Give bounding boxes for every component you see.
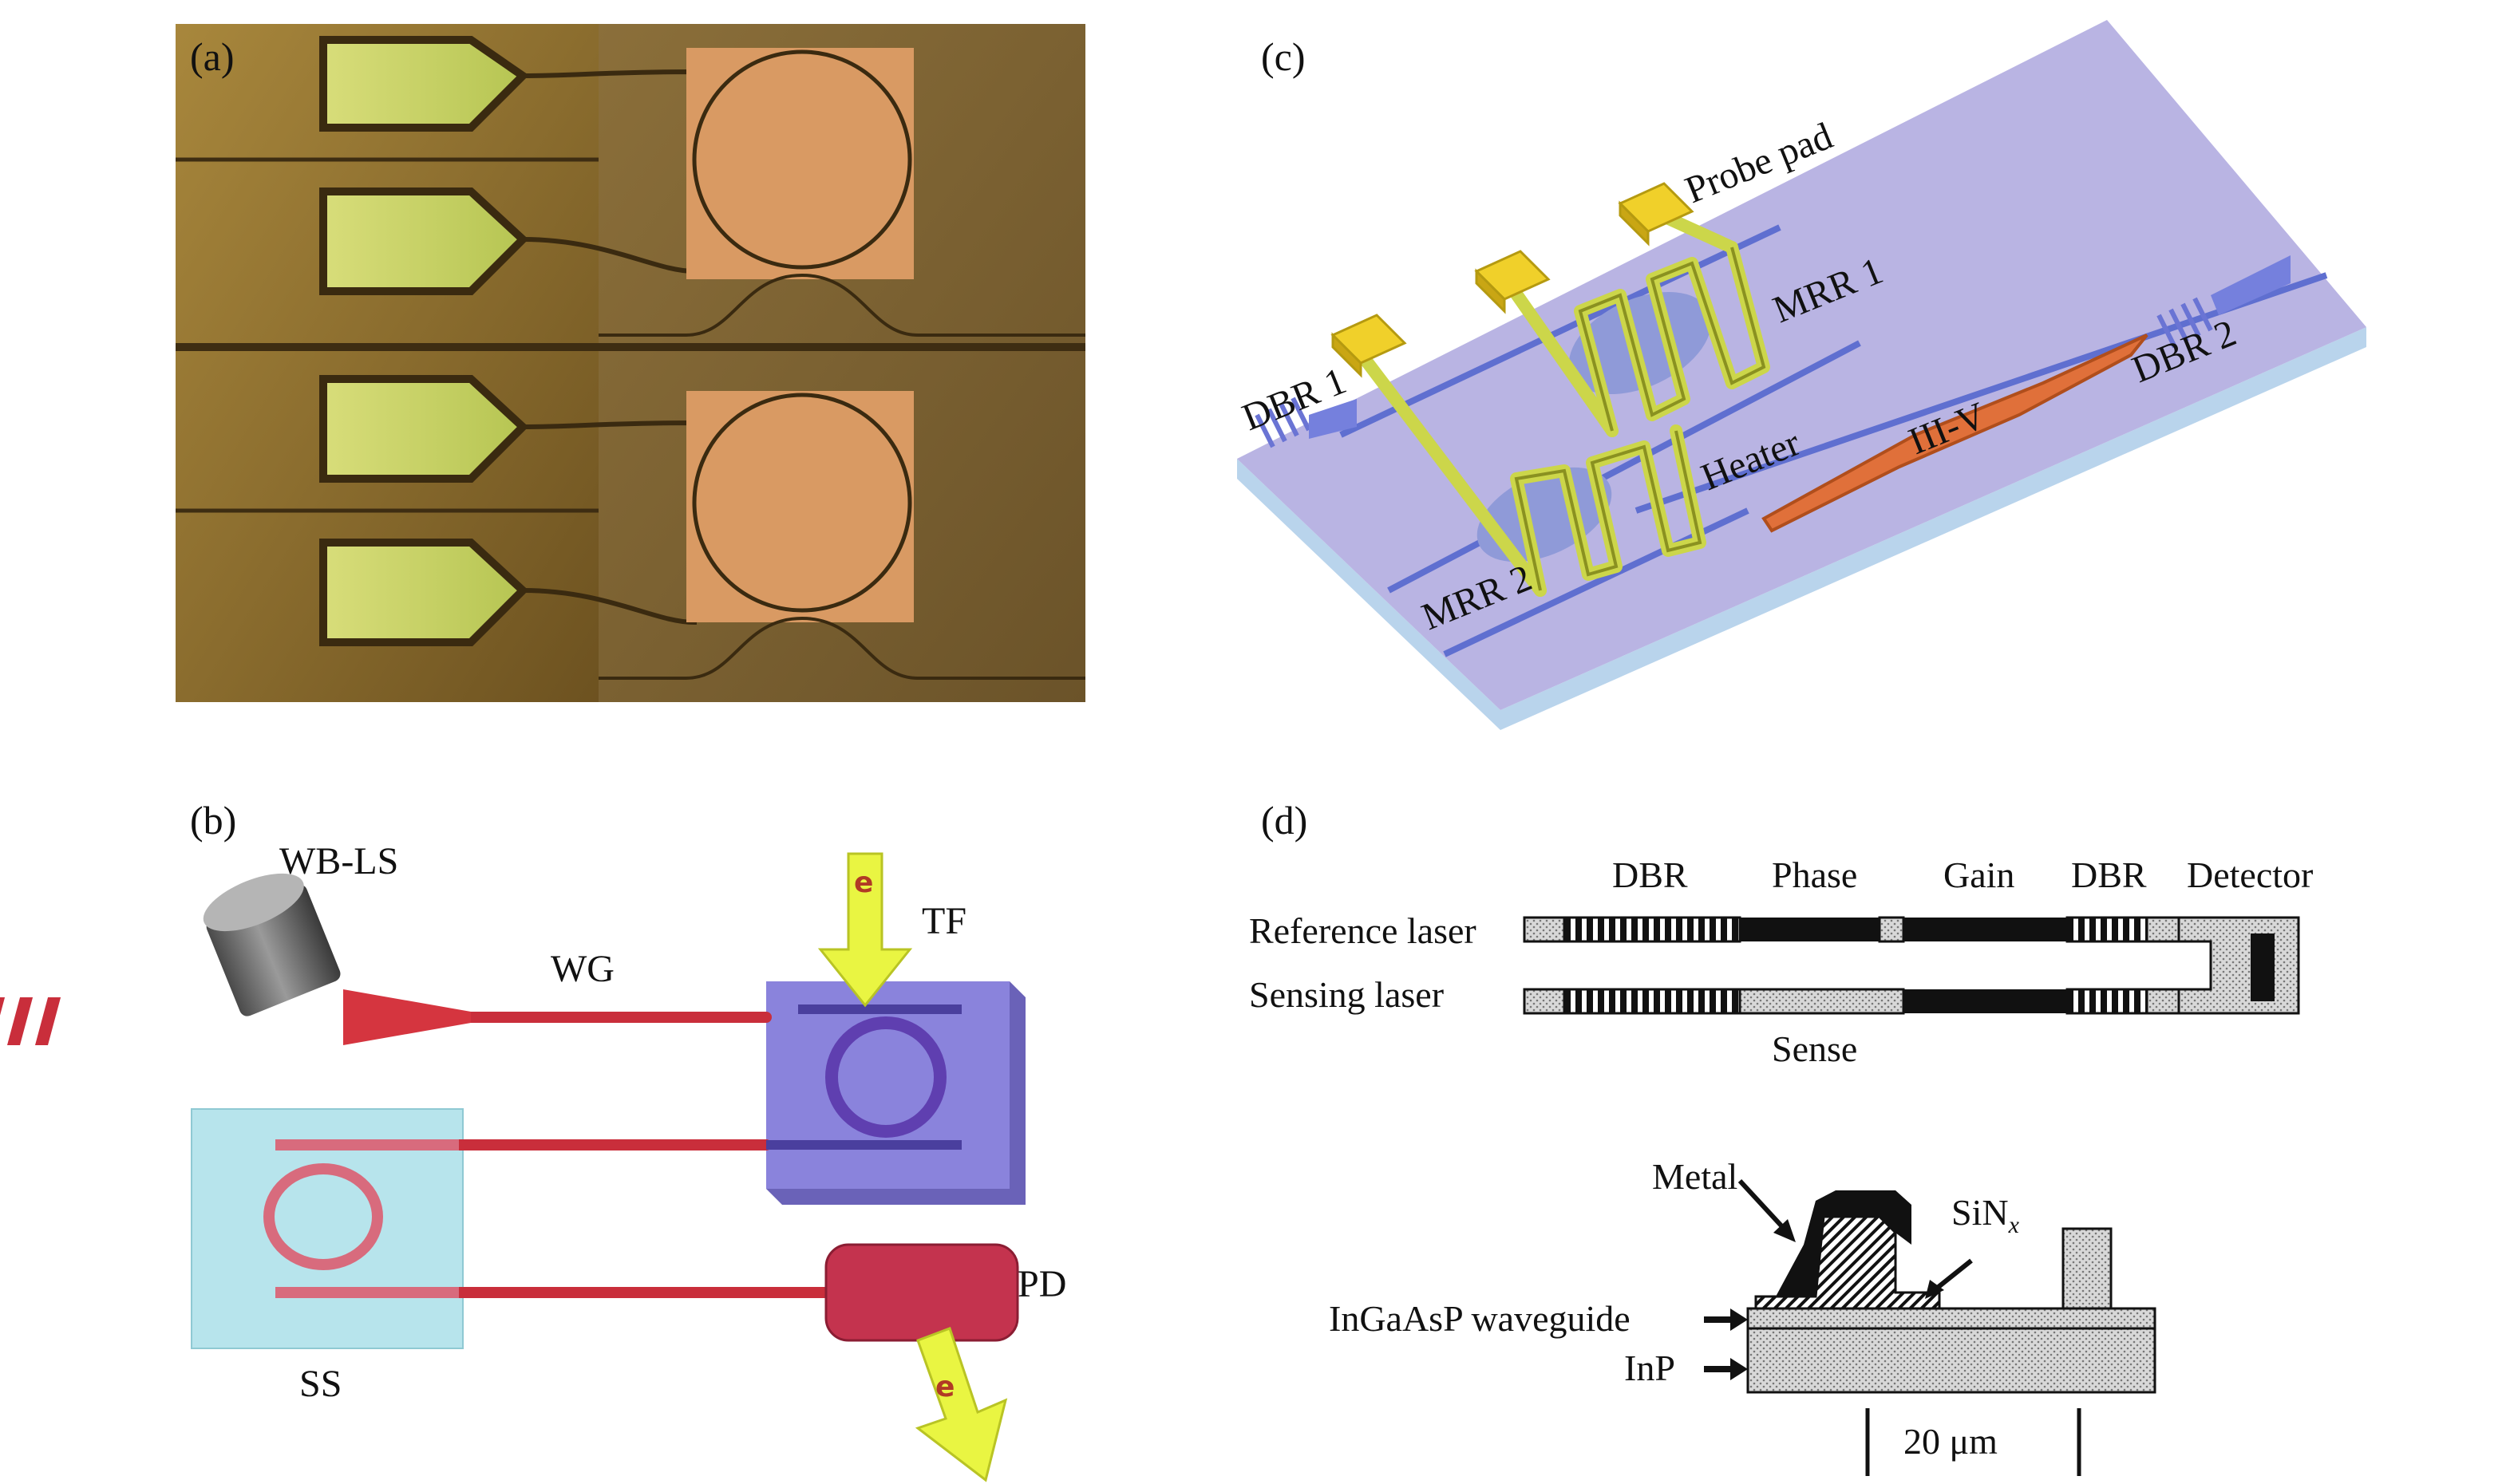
probe-pads bbox=[319, 36, 529, 646]
gain-section bbox=[1761, 334, 2148, 533]
metal-contact bbox=[1776, 1190, 1911, 1297]
label-sensing-laser: Sensing laser bbox=[1249, 974, 1444, 1015]
taper-right bbox=[2211, 255, 2291, 315]
light-source-cylinder bbox=[203, 873, 341, 1016]
header-dbr-right: DBR bbox=[2071, 854, 2147, 895]
detector-block bbox=[2177, 916, 2300, 1015]
label-ss: SS bbox=[299, 1363, 342, 1405]
header-detector: Detector bbox=[2187, 854, 2313, 895]
inp-substrate bbox=[1746, 1327, 2156, 1394]
dbr1-grating bbox=[1255, 397, 1311, 448]
electron-out-label: e bbox=[935, 1371, 955, 1403]
panel-c: (c) Probe pad MRR 1 DBR 1 Heater III-V D… bbox=[1236, 20, 2366, 730]
grating-coupler bbox=[0, 997, 61, 1045]
panel-a-label: (a) bbox=[190, 34, 235, 79]
ring-resonator bbox=[692, 393, 912, 613]
panel-b: e e (b) WB-LS WG TF SS PD bbox=[0, 798, 1066, 1482]
panel-a: (a) bbox=[176, 24, 1085, 702]
probe-pads-3d bbox=[1330, 182, 1694, 378]
label-ingaasp: InGaAsP waveguide bbox=[1329, 1298, 1631, 1339]
sensor-ring bbox=[263, 1163, 383, 1270]
filter-ring bbox=[825, 1016, 947, 1138]
header-phase: Phase bbox=[1772, 854, 1857, 895]
label-metal: Metal bbox=[1652, 1156, 1737, 1197]
filter-slab bbox=[766, 981, 1010, 1189]
label-wb-ls: WB-LS bbox=[279, 840, 398, 882]
panel-d: (d) DBR Phase Gain DBR Detector Referenc… bbox=[1249, 798, 2313, 1476]
taper-left bbox=[1309, 399, 1357, 439]
label-inp: InP bbox=[1624, 1348, 1675, 1388]
header-dbr-left: DBR bbox=[1612, 854, 1688, 895]
dbr2-grating bbox=[2156, 297, 2213, 349]
ingaasp-layer bbox=[1746, 1307, 2156, 1330]
photodetector bbox=[824, 1243, 1019, 1342]
sensing-laser-strip bbox=[1523, 988, 2180, 1015]
cross-section bbox=[1746, 1190, 2156, 1394]
label-tf: TF bbox=[922, 900, 966, 942]
ring-resonator bbox=[692, 49, 912, 270]
detector-contact bbox=[2251, 933, 2275, 1001]
panel-c-label: (c) bbox=[1261, 34, 1306, 79]
waveguide-taper bbox=[343, 989, 471, 1045]
label-pd: PD bbox=[1018, 1263, 1066, 1305]
label-sinx: SiNx bbox=[1951, 1192, 2020, 1238]
label-reference-laser: Reference laser bbox=[1249, 910, 1476, 951]
panel-d-label: (d) bbox=[1261, 798, 1307, 843]
panel-b-label: (b) bbox=[190, 798, 236, 843]
header-gain: Gain bbox=[1943, 854, 2014, 895]
electron-in-label: e bbox=[854, 866, 873, 899]
scale-label: 20 μm bbox=[1903, 1421, 1998, 1462]
label-wg: WG bbox=[551, 948, 615, 990]
reference-laser-strip bbox=[1523, 916, 2180, 943]
label-sense: Sense bbox=[1772, 1028, 1857, 1069]
ridge-right bbox=[2061, 1227, 2113, 1310]
electron-arrow-in bbox=[817, 852, 913, 1008]
electron-arrow-out bbox=[915, 1327, 1008, 1482]
waveguides bbox=[453, 1012, 836, 1298]
